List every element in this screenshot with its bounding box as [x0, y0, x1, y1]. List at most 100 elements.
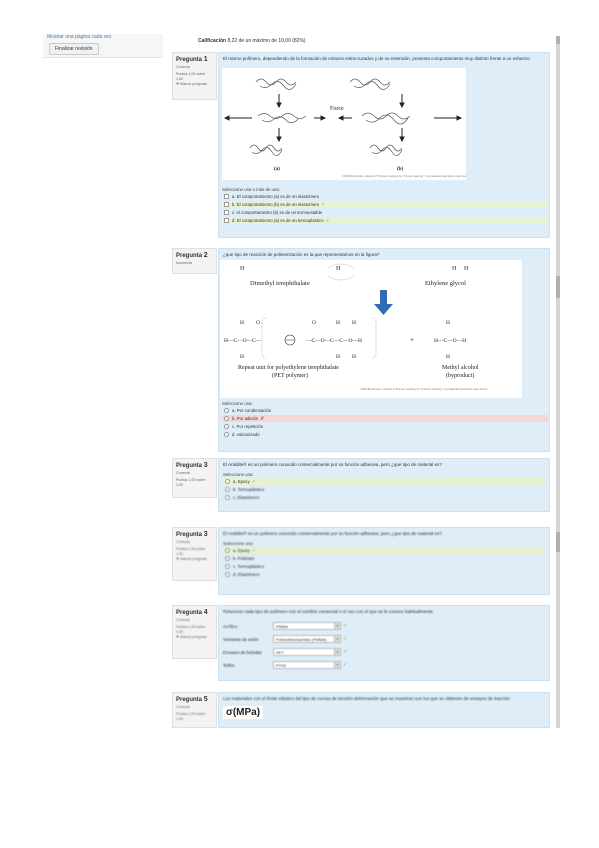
figure-credit: ©2003 Brooks/Cole, a division of Thomson… [360, 388, 488, 391]
question-number: 4 [203, 609, 208, 616]
chevron-down-icon: ▾ [334, 649, 340, 655]
radio-button[interactable] [225, 487, 230, 492]
match-row: Ventanas de avión Polimetilmetacrilato (… [223, 635, 348, 643]
answer-option[interactable]: c. Elastómero [223, 494, 545, 501]
show-one-page-link[interactable]: Mostrar una página cada vez [47, 34, 112, 40]
radio-button[interactable] [225, 564, 230, 569]
match-select[interactable]: PTFE▾ [273, 661, 341, 669]
answer-option[interactable]: d. Elastómero [223, 571, 545, 578]
answer-option[interactable]: b. El comportamiento (b) es de un elasto… [222, 201, 548, 208]
methyl-alcohol-label: Methyl alcohol [442, 365, 479, 371]
checkbox[interactable] [224, 194, 229, 199]
svg-text:H: H [240, 266, 245, 272]
radio-button[interactable] [225, 479, 230, 484]
radio-button[interactable] [224, 408, 229, 413]
svg-text:O: O [256, 320, 260, 326]
question-points: Puntúa 1,00 sobre 1,00 [176, 625, 206, 634]
svg-text:H: H [336, 266, 341, 272]
svg-text:H: H [464, 266, 469, 272]
question-points: Puntúa 1,00 sobre 1,00 [176, 478, 206, 487]
question-text: Los materiales con el límite elástico de… [223, 696, 510, 701]
radio-button[interactable] [225, 495, 230, 500]
svg-text:H: H [352, 320, 356, 326]
answer-option[interactable]: c. el comportamiento (b) es de un termoe… [222, 209, 548, 216]
chevron-down-icon: ▾ [334, 623, 340, 629]
polymer-behaviour-figure: Force (a) (b) ©2003 Brooks/Cole, a divis… [222, 68, 466, 180]
plus-sign: + [410, 336, 414, 344]
stress-axis-label: σ(MPa) [223, 706, 264, 719]
svg-text:H: H [336, 354, 340, 360]
check-icon: ✓ [343, 649, 348, 655]
answer-option[interactable]: d. vulcanizado [222, 431, 548, 438]
answer-option[interactable]: a. Epoxy✓ [223, 478, 545, 485]
question-3-repeat-content: El Araldite® es un polimero conocido com… [218, 527, 550, 595]
figure-credit: ©2003 Brooks/Cole, a division of Thomson… [342, 175, 466, 178]
question-text: ¿que tipo de reacción de polimerización … [223, 252, 380, 257]
answer-prompt: Seleccione una: [223, 472, 254, 477]
question-text: El mismo polímero, dependiendo de la for… [223, 56, 530, 61]
question-4-info: Pregunta 4 Correcta Puntúa 1,00 sobre 1,… [172, 605, 217, 659]
question-3-info: Pregunta 3 Correcta Puntúa 1,00 sobre 1,… [172, 458, 217, 498]
match-row: Acrílico PMMA▾ ✓ [223, 622, 348, 630]
question-4-content: Relacione cada tipo de polímero con el n… [218, 605, 550, 681]
flag-question-link[interactable]: ⚑ Marcar pregunta [176, 635, 207, 639]
svg-text:H: H [240, 354, 244, 360]
answer-option[interactable]: b. Por adición✗ [222, 415, 548, 422]
svg-text:H: H [336, 320, 340, 326]
question-number: 3 [203, 462, 208, 469]
question-state: Correcta [176, 471, 190, 475]
radio-button[interactable] [225, 556, 230, 561]
radio-button[interactable] [225, 548, 230, 553]
check-icon: ✓ [251, 547, 256, 554]
question-label: Pregunta [176, 697, 203, 703]
question-5-info: Pregunta 5 Correcta Puntúa 1,00 sobre 1,… [172, 692, 217, 728]
answer-option[interactable]: d. El comportamiento (a) es de un termop… [222, 217, 548, 224]
svg-text:H—C—O—C—: H—C—O—C— [224, 338, 262, 344]
question-label: Pregunta [176, 57, 203, 63]
check-icon: ✓ [321, 201, 326, 208]
answer-option[interactable]: c. Termoplástico [223, 563, 545, 570]
answer-option[interactable]: b. Termoplástico [223, 486, 545, 493]
question-state: Incorrecta [176, 261, 192, 265]
question-points: Puntúa 1,00 sobre 1,00 [176, 72, 206, 81]
question-text: El Araldite® es un polimero conocido com… [223, 462, 442, 467]
grade-label: Calificación [198, 38, 227, 44]
question-label: Pregunta [176, 463, 203, 469]
question-state: Correcta [176, 705, 190, 709]
answer-prompt: Seleccione una: [222, 401, 253, 406]
answer-option[interactable]: a. Por condensación [222, 407, 548, 414]
answer-option[interactable]: a. El comportamiento (a) es de un elastó… [222, 193, 548, 200]
checkbox[interactable] [224, 202, 229, 207]
scroll-thumb-lower[interactable] [556, 532, 560, 552]
check-icon: ✓ [343, 623, 348, 629]
flag-label: Marcar pregunta [180, 82, 207, 86]
match-select[interactable]: PMMA▾ [273, 622, 341, 630]
question-2-answers: Seleccione una: a. Por condensación b. P… [222, 398, 548, 438]
radio-button[interactable] [224, 416, 229, 421]
radio-button[interactable] [225, 572, 230, 577]
radio-button[interactable] [224, 424, 229, 429]
question-number: 3 [203, 531, 208, 538]
flag-question-link[interactable]: ⚑ Marcar pregunta [176, 82, 213, 87]
figure-label-b: (b) [397, 167, 404, 172]
question-2-info: Pregunta 2 Incorrecta [172, 248, 217, 274]
checkbox[interactable] [224, 218, 229, 223]
match-select[interactable]: PET▾ [273, 648, 341, 656]
pet-polymer-label: (PET polymer) [272, 373, 309, 379]
scroll-thumb-mid[interactable] [556, 276, 560, 298]
question-label: Pregunta [176, 610, 203, 616]
flag-question-link[interactable]: ⚑ Marcar pregunta [176, 557, 207, 561]
radio-button[interactable] [224, 432, 229, 437]
page-scrollbar[interactable] [556, 36, 560, 494]
answer-option[interactable]: b. Poliéster [223, 555, 545, 562]
eg-label: Ethylene glycol [425, 280, 466, 287]
check-icon: ✓ [251, 478, 256, 485]
page-scrollbar-lower[interactable] [556, 494, 560, 728]
answer-option[interactable]: a. Epoxy✓ [223, 547, 545, 554]
scroll-thumb[interactable] [556, 36, 560, 44]
finish-review-button[interactable]: Finalizar revisión [49, 43, 99, 55]
answer-option[interactable]: c. Por repetición [222, 423, 548, 430]
checkbox[interactable] [224, 210, 229, 215]
match-select[interactable]: Polimetilmetacrilato (PMMA)▾ [273, 635, 341, 643]
byproduct-label: (byproduct) [446, 373, 475, 379]
